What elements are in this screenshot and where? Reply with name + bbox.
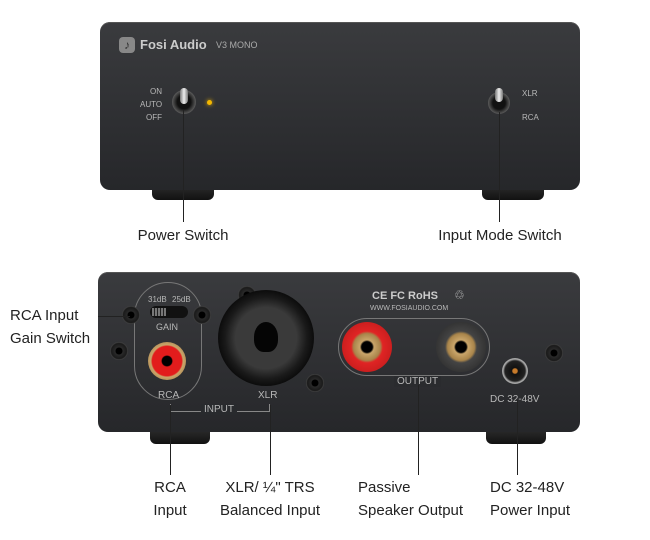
rca-label: RCA <box>158 390 180 401</box>
back-foot-left <box>150 430 210 444</box>
gain-31db-label: 31dB <box>148 295 167 304</box>
power-switch-callout: Power Switch <box>137 227 229 244</box>
screw-icon <box>122 306 140 324</box>
power-on-label: ON <box>150 87 162 96</box>
power-off-label: OFF <box>146 113 162 122</box>
screw-icon <box>193 306 211 324</box>
fosi-logo-icon: ♪ <box>119 37 135 53</box>
gain-leader <box>98 316 130 317</box>
input-xlr-label: XLR <box>522 89 538 98</box>
input-mode-switch[interactable] <box>488 88 510 114</box>
speaker-terminal-positive[interactable] <box>342 322 392 372</box>
dc-label: DC 32-48V <box>490 394 540 405</box>
input-rca-label: RCA <box>522 113 539 122</box>
model: V3 MONO <box>216 40 258 50</box>
rca-jack[interactable] <box>148 342 186 380</box>
power-auto-label: AUTO <box>140 100 163 109</box>
output-label: OUTPUT <box>394 376 442 387</box>
input-mode-switch-callout: Input Mode Switch <box>438 227 562 244</box>
power-led <box>207 100 212 105</box>
input-label: INPUT <box>201 404 237 415</box>
certification-marks: CE FC RoHS <box>372 290 438 302</box>
xlr-trs-combo-jack[interactable] <box>218 290 314 386</box>
front-panel: ♪ Fosi Audio V3 MONO ON AUTO OFF XLR RCA <box>100 22 580 190</box>
output-outline <box>338 318 490 376</box>
output-leader <box>418 385 419 475</box>
screw-icon <box>110 342 128 360</box>
screw-icon <box>306 374 324 392</box>
gain-rca-outline <box>134 282 202 400</box>
gain-25db-label: 25dB <box>172 295 191 304</box>
gain-label: GAIN <box>156 322 179 332</box>
rca-leader <box>170 405 171 475</box>
dc-power-jack[interactable] <box>502 358 528 384</box>
power-switch[interactable] <box>172 88 196 114</box>
gain-switch[interactable] <box>150 306 188 318</box>
brand: Fosi Audio <box>140 37 207 52</box>
back-panel: 31dB 25dB GAIN RCA XLR INPUT CE FC RoHS … <box>98 272 580 432</box>
power-switch-leader <box>183 110 184 222</box>
dc-leader <box>517 400 518 475</box>
website: WWW.FOSIAUDIO.COM <box>370 305 449 312</box>
xlr-leader <box>270 405 271 475</box>
weee-icon: ♲ <box>454 288 465 302</box>
xlr-label: XLR <box>258 390 278 401</box>
input-switch-leader <box>499 112 500 222</box>
back-foot-right <box>486 430 546 444</box>
screw-icon <box>545 344 563 362</box>
speaker-terminal-negative[interactable] <box>436 322 486 372</box>
